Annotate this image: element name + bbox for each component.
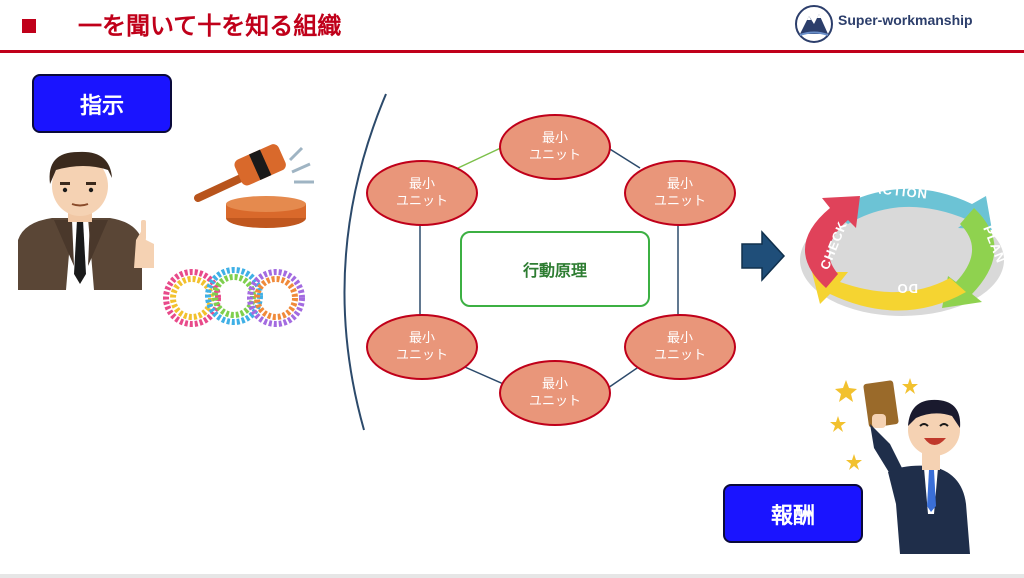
- unit-oval-lower-left: 最小 ユニット: [366, 314, 478, 380]
- instruction-label: 指示: [32, 74, 172, 133]
- unit-label-line1: 最小: [666, 177, 693, 192]
- pdca-do-label: DO: [897, 281, 919, 296]
- unit-oval-bottom: 最小 ユニット: [499, 360, 611, 426]
- unit-label-line1: 最小: [408, 331, 435, 346]
- unit-label-line2: ユニット: [528, 148, 581, 163]
- rainbow-rings-icon: [163, 267, 305, 327]
- mountain-logo-icon: [795, 5, 833, 43]
- unit-label-line1: 最小: [666, 331, 693, 346]
- employee-with-bonus-icon: [830, 378, 970, 554]
- unit-label-line2: ユニット: [395, 194, 448, 209]
- footer-divider: [0, 574, 1024, 578]
- curved-divider: [343, 93, 387, 431]
- unit-oval-upper-right: 最小 ユニット: [624, 160, 736, 226]
- unit-label-line2: ユニット: [653, 194, 706, 209]
- unit-label-line2: ユニット: [528, 394, 581, 409]
- unit-label-line2: ユニット: [653, 348, 706, 363]
- header-bullet-square: [22, 19, 36, 33]
- unit-oval-upper-left: 最小 ユニット: [366, 160, 478, 226]
- brand-name: Super-workmanship: [838, 12, 973, 28]
- pdca-cycle-icon: ACTION PLAN DO CHECK: [800, 181, 1009, 316]
- header-divider: [0, 50, 1024, 53]
- reward-label: 報酬: [723, 484, 863, 543]
- unit-label-line1: 最小: [541, 377, 568, 392]
- pdca-action-label: ACTION: [872, 181, 929, 202]
- unit-label-line1: 最小: [541, 131, 568, 146]
- unit-label-line1: 最小: [408, 177, 435, 192]
- right-arrow-icon: [741, 230, 786, 282]
- page-title: 一を聞いて十を知る組織: [78, 12, 342, 40]
- behavior-principle-box: 行動原理: [460, 231, 650, 307]
- unit-oval-lower-right: 最小 ユニット: [624, 314, 736, 380]
- unit-oval-top: 最小 ユニット: [499, 114, 611, 180]
- unit-label-line2: ユニット: [395, 348, 448, 363]
- boss-illustration-icon: [18, 151, 154, 290]
- gavel-icon: [194, 144, 314, 228]
